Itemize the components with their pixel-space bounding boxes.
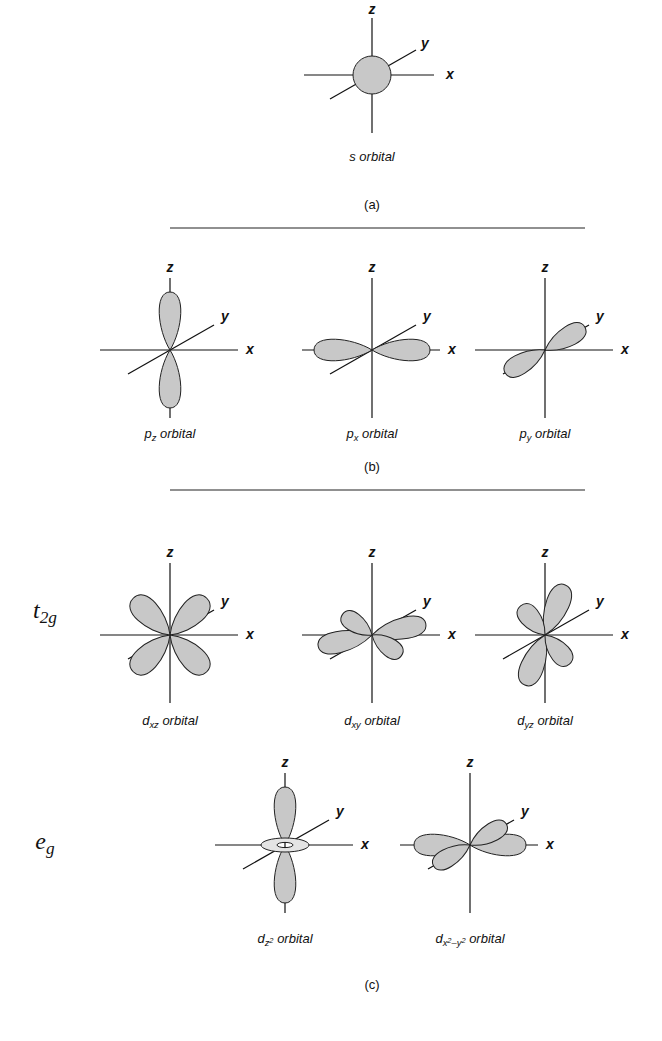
axis-label: y (421, 36, 429, 51)
axis-label: x (621, 627, 629, 642)
orbital-name: s orbital (349, 150, 395, 166)
energy-level-label: t2g (33, 597, 57, 627)
axis-label: y (596, 309, 604, 324)
orbital-name: dyz orbital (517, 714, 573, 730)
part-label: (a) (364, 198, 380, 212)
orbital-drawing (400, 773, 538, 913)
axis-label: x (246, 627, 254, 642)
axis-label: z (167, 545, 174, 560)
orbital-lobe (353, 56, 391, 94)
axis-label: y (423, 309, 431, 324)
orbital-drawing (100, 278, 238, 418)
axis-label: z (542, 260, 549, 275)
orbital-lobe (513, 599, 553, 641)
axis-label: z (369, 2, 376, 17)
orbital-lobe (274, 845, 296, 903)
orbital-lobe (500, 341, 550, 381)
section-divider (170, 227, 585, 228)
orbital-name: pz orbital (145, 427, 196, 443)
axis-label: y (221, 309, 229, 324)
axis-line (371, 278, 372, 418)
axis-line (284, 842, 285, 848)
axis-label: y (336, 804, 344, 819)
orbital-lobe (125, 626, 179, 680)
orbital-torus-hole (277, 842, 293, 847)
axis-label: x (448, 627, 456, 642)
axis-label: x (246, 342, 254, 357)
axis-label: z (369, 545, 376, 560)
orbital-name: dxy orbital (344, 714, 400, 730)
axis-label: x (448, 342, 456, 357)
orbital-drawing (100, 563, 238, 703)
orbital-lobe (367, 627, 407, 663)
orbital-drawing (475, 278, 613, 418)
part-label: (b) (364, 460, 380, 474)
axis-label: x (546, 837, 554, 852)
orbital-lobe (274, 787, 296, 845)
orbital-lobe (540, 318, 590, 358)
energy-level-label: eg (35, 828, 54, 858)
orbital-drawing (475, 563, 613, 703)
orbital-torus (261, 838, 309, 852)
orbital-lobe (125, 590, 179, 644)
orbital-lobe (465, 816, 511, 853)
axis-label: z (282, 755, 289, 770)
axis-label: x (446, 67, 454, 82)
orbital-name: py orbital (520, 427, 571, 443)
orbital-name: dxz orbital (142, 714, 198, 730)
orbital-lobe (372, 339, 430, 361)
orbital-name: px orbital (347, 427, 398, 443)
axis-line (330, 50, 416, 99)
orbital-name: dx2–y2 orbital (435, 932, 504, 948)
part-label: (c) (364, 978, 379, 992)
orbital-lobe (429, 837, 475, 874)
orbital-name: dz2 orbital (257, 932, 312, 948)
axis-label: y (221, 594, 229, 609)
axis-label: z (542, 545, 549, 560)
axis-label: z (467, 755, 474, 770)
axis-label: y (423, 594, 431, 609)
orbital-drawing (304, 18, 434, 133)
axis-label: y (521, 804, 529, 819)
axis-label: y (596, 594, 604, 609)
axis-label: x (621, 342, 629, 357)
axis-label: z (167, 260, 174, 275)
orbital-lobe (159, 350, 181, 408)
section-divider (170, 489, 585, 490)
orbital-lobe (159, 292, 181, 350)
axis-label: z (369, 260, 376, 275)
orbital-drawing (302, 278, 440, 418)
axis-label: x (361, 837, 369, 852)
orbital-lobe (314, 339, 372, 361)
orbital-lobe (337, 607, 377, 643)
orbital-drawing (302, 563, 440, 703)
orbital-drawing (215, 773, 353, 913)
